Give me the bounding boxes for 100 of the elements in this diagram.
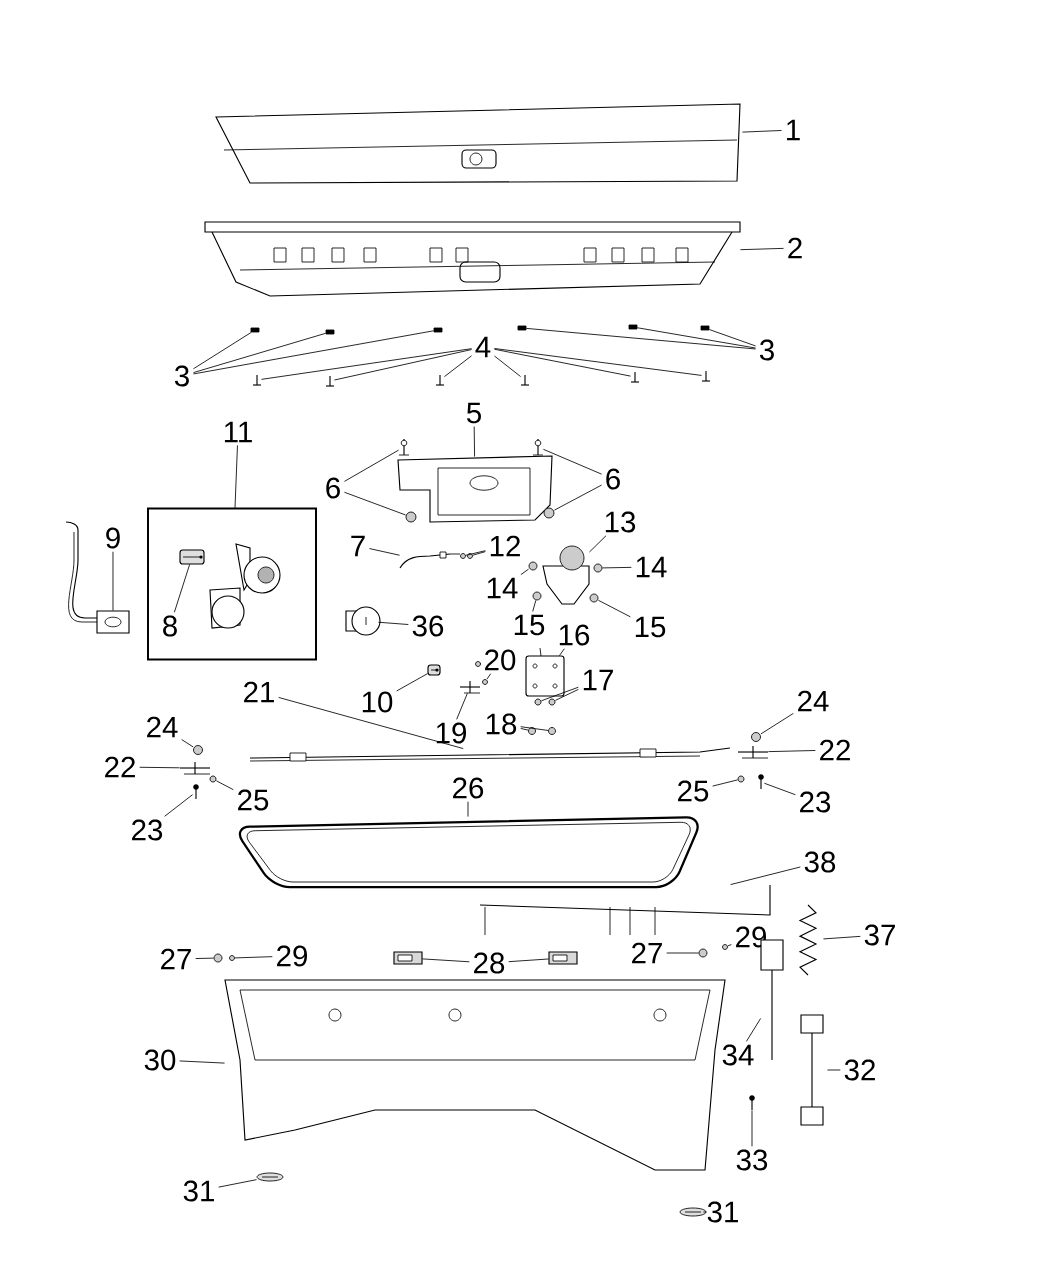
leader-line xyxy=(746,1018,761,1042)
callout-number: 11 xyxy=(224,421,252,443)
leader-line xyxy=(179,1060,225,1064)
leader-line xyxy=(112,551,114,611)
leader-line xyxy=(589,535,607,553)
leader-line xyxy=(472,551,486,556)
plate-drawing xyxy=(525,647,565,697)
spacer-drawing xyxy=(209,775,217,783)
leader-line xyxy=(702,1211,707,1213)
bracket-drawing xyxy=(397,455,553,523)
clip-drawing xyxy=(532,438,544,456)
callout-number: 21 xyxy=(244,681,274,703)
callout-number: 25 xyxy=(678,780,709,802)
nut-drawing xyxy=(548,727,556,735)
callout-number: 1 xyxy=(787,119,800,141)
leader-line xyxy=(344,449,399,482)
leader-line xyxy=(369,548,400,556)
pin-drawing xyxy=(250,327,260,333)
callout-number: 20 xyxy=(485,649,516,671)
washer-drawing xyxy=(460,553,466,559)
leader-line xyxy=(637,327,756,349)
screw-drawing xyxy=(435,374,445,386)
lamp-drawing xyxy=(548,951,578,965)
pin-drawing xyxy=(325,329,335,335)
callout-number: 34 xyxy=(722,1044,754,1066)
callout-number: 36 xyxy=(412,615,444,637)
bolt-drawing xyxy=(534,698,542,706)
leader-line xyxy=(520,568,529,576)
screw-drawing xyxy=(630,371,640,383)
leader-line xyxy=(712,779,738,787)
spacer-drawing xyxy=(737,775,745,783)
inner-panel-drawing xyxy=(204,221,741,297)
leader-line xyxy=(164,794,193,817)
nut-drawing xyxy=(193,745,203,755)
leader-line xyxy=(827,1069,841,1071)
callout-number: 12 xyxy=(490,535,520,557)
leader-line xyxy=(494,355,521,377)
callout-number: 38 xyxy=(804,851,836,873)
leader-line xyxy=(602,566,632,569)
leader-line xyxy=(234,956,273,959)
leader-line xyxy=(422,958,470,963)
nut-drawing xyxy=(528,561,538,571)
callout-number: 23 xyxy=(132,819,163,841)
clip-drawing xyxy=(749,1095,755,1111)
callout-number: 6 xyxy=(606,468,620,490)
leader-line xyxy=(526,327,756,350)
pin-drawing xyxy=(433,327,443,333)
callout-number: 15 xyxy=(635,616,666,638)
leader-line xyxy=(139,766,180,769)
screw-drawing xyxy=(520,374,530,386)
kit-frame xyxy=(147,507,317,661)
callout-number: 32 xyxy=(844,1059,875,1081)
callout-number: 8 xyxy=(163,615,177,637)
leader-line xyxy=(598,599,631,618)
callout-number: 17 xyxy=(583,669,613,691)
hinge-drawing xyxy=(737,745,769,759)
washer-drawing xyxy=(482,679,488,685)
leader-line xyxy=(173,564,191,613)
callout-number: 31 xyxy=(183,1180,214,1202)
leader-line xyxy=(554,484,602,511)
bolt-drawing xyxy=(548,698,556,706)
leader-line xyxy=(520,726,549,731)
leader-line xyxy=(195,957,214,959)
callout-number: 14 xyxy=(636,556,667,578)
switch-drawing xyxy=(179,549,205,565)
cable-drawing xyxy=(65,521,130,634)
nut-drawing xyxy=(543,507,555,519)
leader-line xyxy=(742,130,782,133)
latch-drawing xyxy=(542,545,590,605)
leader-line xyxy=(768,750,816,753)
leader-line xyxy=(193,330,434,375)
leader-line xyxy=(541,686,579,702)
callout-number: 19 xyxy=(436,722,466,744)
leader-line xyxy=(760,713,794,735)
lamp-drawing xyxy=(393,951,423,965)
nut-drawing xyxy=(589,593,599,603)
callout-number: 22 xyxy=(105,756,135,778)
callout-number: 16 xyxy=(559,624,590,646)
leader-line xyxy=(444,355,472,378)
leader-line xyxy=(396,673,428,692)
callout-number: 33 xyxy=(736,1149,768,1171)
pin-drawing xyxy=(722,944,728,950)
leader-line xyxy=(751,1110,753,1147)
callout-number: 24 xyxy=(798,690,829,712)
nut-drawing xyxy=(405,511,417,523)
leader-line xyxy=(520,728,529,731)
leader-line xyxy=(532,600,537,612)
leader-line xyxy=(730,866,801,885)
screw-drawing xyxy=(252,374,262,386)
callout-number: 5 xyxy=(467,402,481,424)
leader-line xyxy=(494,348,631,377)
pad-drawing xyxy=(256,1172,284,1182)
hinge-drawing xyxy=(179,761,211,775)
callout-number: 26 xyxy=(453,777,484,799)
pin-drawing xyxy=(229,955,235,961)
leader-line xyxy=(479,663,482,664)
pin-drawing xyxy=(628,324,638,330)
leader-line xyxy=(181,739,194,748)
leader-line xyxy=(218,1179,257,1188)
washer-drawing xyxy=(467,553,473,559)
